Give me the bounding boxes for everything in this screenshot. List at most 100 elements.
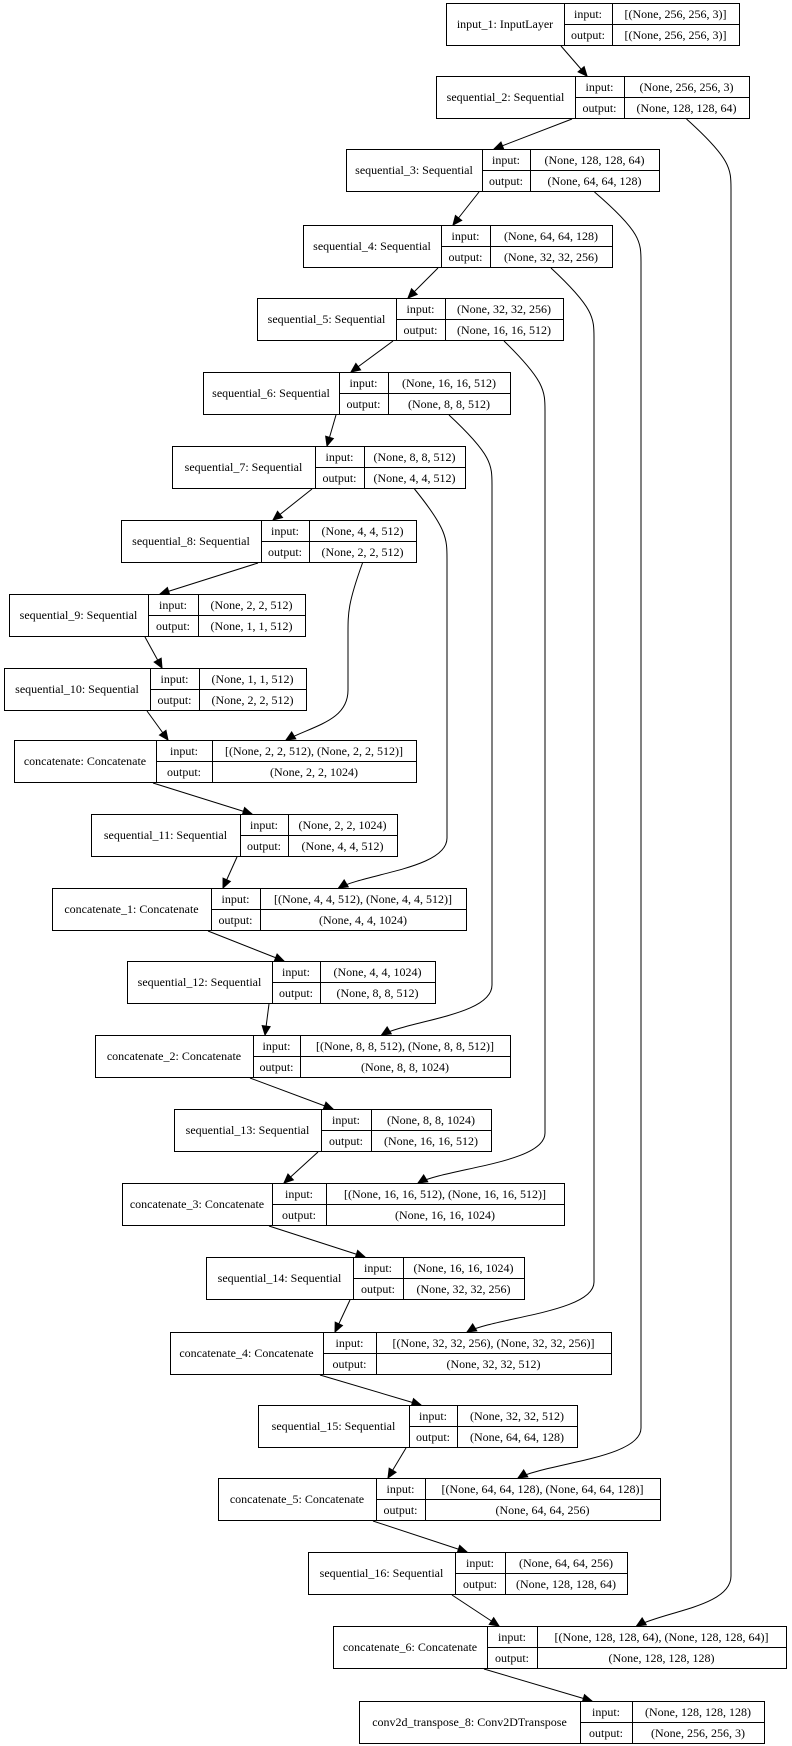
input-port-label: input: bbox=[271, 524, 299, 538]
edge bbox=[319, 1374, 422, 1406]
layer-node: conv2d_transpose_8: Conv2DTransposeinput… bbox=[359, 1701, 765, 1744]
input-port-label: input: bbox=[335, 1336, 363, 1350]
layer-name: sequential_7: Sequential bbox=[185, 460, 303, 474]
edge-arrowhead bbox=[407, 287, 419, 299]
layer-node: sequential_8: Sequentialinput:output:(No… bbox=[121, 520, 417, 563]
input-shape: (None, 128, 128, 128) bbox=[645, 1705, 751, 1719]
input-shape: (None, 2, 2, 1024) bbox=[299, 818, 387, 832]
layer-node: sequential_13: Sequentialinput:output:(N… bbox=[174, 1109, 492, 1152]
output-port-label: output: bbox=[495, 1651, 529, 1665]
layer-name: sequential_5: Sequential bbox=[268, 312, 386, 326]
output-port-label: output: bbox=[329, 1134, 363, 1148]
input-shape: (None, 128, 128, 64) bbox=[545, 153, 645, 167]
input-port-label: input: bbox=[364, 1261, 392, 1275]
edge-arrowhead bbox=[322, 1101, 335, 1111]
output-shape: (None, 128, 128, 128) bbox=[609, 1651, 715, 1665]
input-shape: (None, 16, 16, 1024) bbox=[414, 1261, 514, 1275]
skip-connection-edge bbox=[381, 414, 493, 1036]
edge bbox=[159, 562, 259, 595]
edge bbox=[268, 1225, 366, 1258]
input-shape: (None, 8, 8, 512) bbox=[374, 450, 456, 464]
layer-name: sequential_2: Sequential bbox=[447, 90, 565, 104]
skip-connection-edge bbox=[517, 191, 642, 1479]
input-shape: [(None, 128, 128, 64), (None, 128, 128, … bbox=[555, 1630, 769, 1644]
output-shape: (None, 8, 8, 1024) bbox=[361, 1060, 449, 1074]
skip-connection-edge bbox=[338, 488, 448, 889]
output-shape: (None, 2, 2, 512) bbox=[212, 693, 294, 707]
edge-arrowhead bbox=[158, 729, 169, 741]
output-shape: (None, 16, 16, 1024) bbox=[395, 1208, 495, 1222]
layer-name: sequential_8: Sequential bbox=[132, 534, 250, 548]
layer-node: sequential_5: Sequentialinput:output:(No… bbox=[257, 298, 564, 341]
output-shape: (None, 4, 4, 512) bbox=[374, 471, 456, 485]
layer-name: sequential_12: Sequential bbox=[138, 975, 262, 989]
layer-node: sequential_4: Sequentialinput:output:(No… bbox=[303, 225, 613, 268]
layer-name: concatenate: Concatenate bbox=[24, 754, 146, 768]
input-port-label: input: bbox=[160, 672, 188, 686]
output-shape: (None, 2, 2, 1024) bbox=[270, 765, 358, 779]
layer-name: sequential_11: Sequential bbox=[104, 828, 228, 842]
input-port-label: input: bbox=[498, 1630, 526, 1644]
output-port-label: output: bbox=[463, 1577, 497, 1591]
output-shape: (None, 32, 32, 256) bbox=[504, 250, 598, 264]
output-port-label: output: bbox=[448, 250, 482, 264]
layer-node: concatenate_6: Concatenateinput:output:[… bbox=[333, 1626, 787, 1669]
edge-arrowhead bbox=[153, 657, 163, 670]
edge-arrowhead bbox=[222, 877, 232, 890]
input-shape: (None, 8, 8, 1024) bbox=[387, 1113, 475, 1127]
edge-arrowhead bbox=[284, 731, 297, 741]
layer-node: sequential_6: Sequentialinput:output:(No… bbox=[203, 372, 511, 415]
layer-name: sequential_3: Sequential bbox=[355, 163, 473, 177]
output-shape: (None, 64, 64, 128) bbox=[548, 174, 642, 188]
edge-arrowhead bbox=[488, 1616, 501, 1627]
skip-connection-edge bbox=[417, 340, 546, 1184]
output-port-label: output: bbox=[167, 765, 201, 779]
output-port-label: output: bbox=[489, 174, 523, 188]
input-port-label: input: bbox=[262, 1039, 290, 1053]
input-port-label: input: bbox=[325, 450, 353, 464]
input-port-label: input: bbox=[221, 892, 249, 906]
input-shape: [(None, 64, 64, 128), (None, 64, 64, 128… bbox=[442, 1482, 644, 1496]
edge bbox=[249, 1077, 334, 1110]
layer-name: sequential_10: Sequential bbox=[15, 682, 139, 696]
input-shape: (None, 64, 64, 128) bbox=[504, 229, 598, 243]
input-shape: [(None, 8, 8, 512), (None, 8, 8, 512)] bbox=[316, 1039, 494, 1053]
output-shape: (None, 256, 256, 3) bbox=[651, 1726, 745, 1740]
input-shape: (None, 4, 4, 1024) bbox=[334, 965, 422, 979]
layer-node: concatenate_1: Concatenateinput:output:[… bbox=[52, 888, 467, 931]
layer-node: sequential_16: Sequentialinput:output:(N… bbox=[308, 1552, 628, 1595]
layer-name: sequential_16: Sequential bbox=[320, 1566, 444, 1580]
output-shape: (None, 16, 16, 512) bbox=[457, 323, 551, 337]
output-shape: (None, 128, 128, 64) bbox=[637, 101, 737, 115]
output-shape: (None, 64, 64, 128) bbox=[470, 1430, 564, 1444]
edge-arrowhead bbox=[577, 65, 588, 77]
layer-name: concatenate_5: Concatenate bbox=[230, 1492, 364, 1506]
edge bbox=[207, 930, 285, 962]
input-shape: [(None, 256, 256, 3)] bbox=[625, 7, 727, 21]
edge-arrowhead bbox=[272, 510, 284, 521]
layer-node: concatenate_5: Concatenateinput:output:[… bbox=[218, 1478, 661, 1521]
output-port-label: output: bbox=[332, 1357, 366, 1371]
nodes-layer: input_1: InputLayer input: output: [(None, … bbox=[4, 3, 787, 1744]
output-port-label: output: bbox=[589, 1726, 623, 1740]
layer-node: sequential_9: Sequentialinput:output:(No… bbox=[9, 594, 306, 637]
edge-arrowhead bbox=[283, 1173, 295, 1184]
input-shape: (None, 256, 256, 3) bbox=[640, 80, 734, 94]
layer-name: sequential_4: Sequential bbox=[313, 239, 431, 253]
output-shape: (None, 64, 64, 256) bbox=[496, 1503, 590, 1517]
edge-arrowhead bbox=[492, 141, 505, 151]
output-shape: (None, 8, 8, 512) bbox=[337, 986, 419, 1000]
layer-name: sequential_6: Sequential bbox=[212, 386, 330, 400]
edges-layer bbox=[144, 45, 732, 1703]
input-port-label: input: bbox=[170, 744, 198, 758]
output-port-label: output: bbox=[259, 1060, 293, 1074]
input-shape: [(None, 4, 4, 512), (None, 4, 4, 512)] bbox=[274, 892, 452, 906]
output-shape: (None, 4, 4, 1024) bbox=[319, 913, 407, 927]
input-shape: [(None, 32, 32, 256), (None, 32, 32, 256… bbox=[393, 1336, 595, 1350]
output-port-label: output: bbox=[416, 1430, 450, 1444]
layer-name: input_1: InputLayer bbox=[457, 17, 553, 31]
input-shape: [(None, 16, 16, 512), (None, 16, 16, 512… bbox=[344, 1187, 546, 1201]
output-port-label: output: bbox=[571, 28, 605, 42]
layer-node: sequential_12: Sequentialinput:output:(N… bbox=[127, 961, 436, 1004]
edge-arrowhead bbox=[465, 1323, 478, 1333]
